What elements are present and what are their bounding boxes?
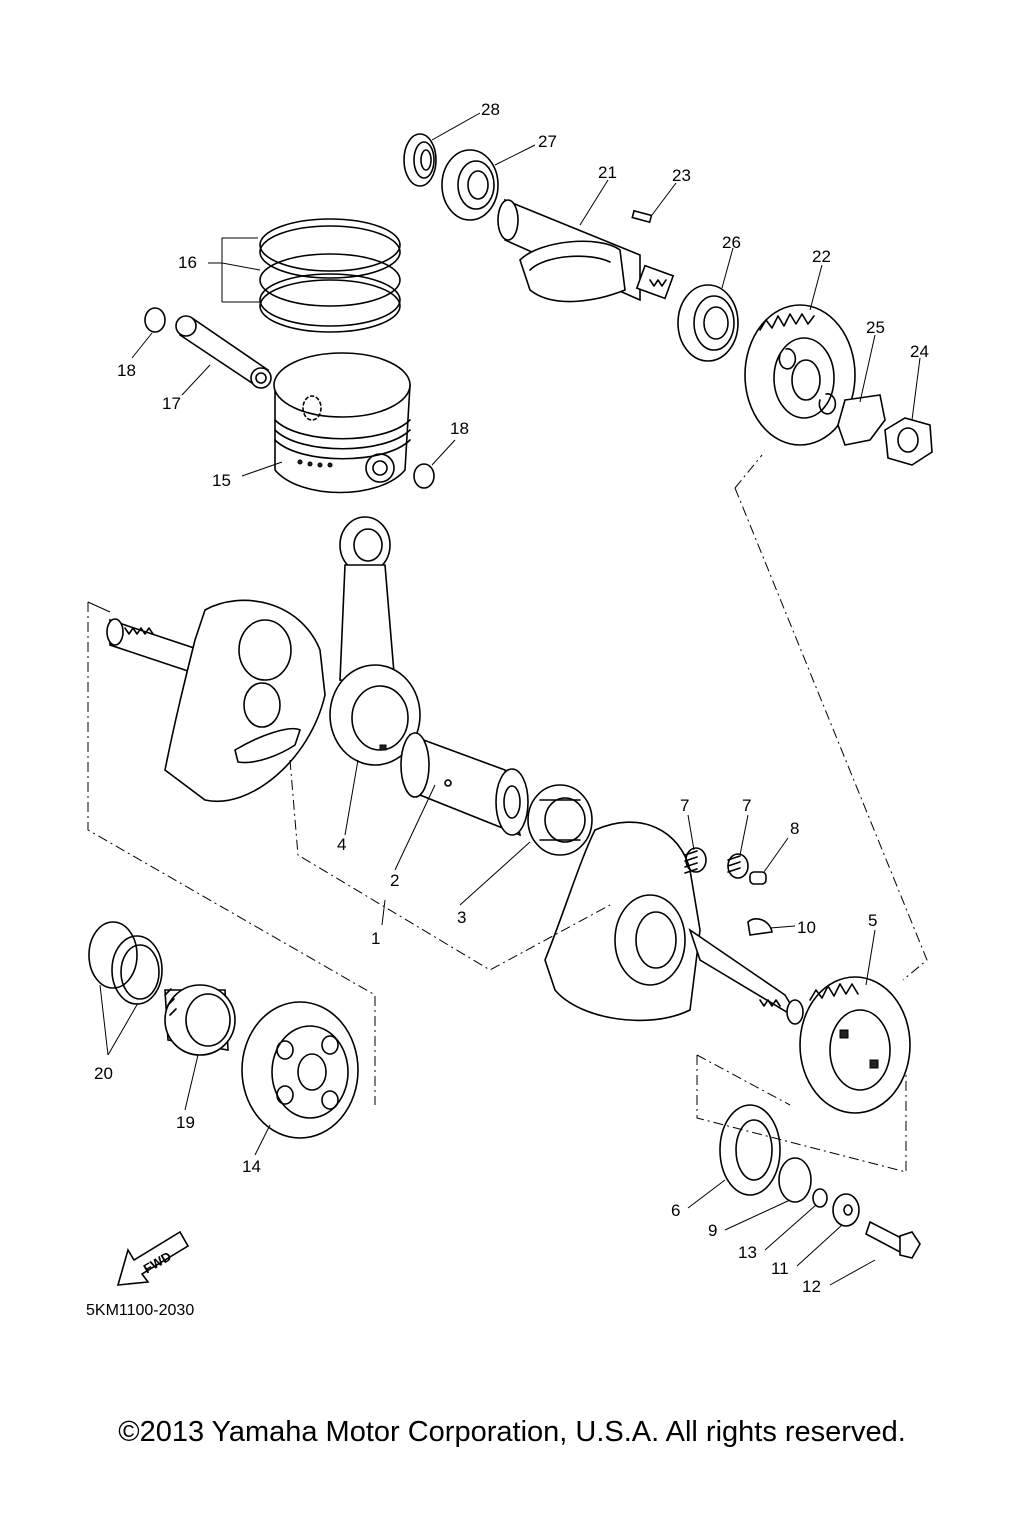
piston-pin-17 <box>175 315 272 389</box>
washer-11 <box>832 1193 860 1227</box>
bearing-26 <box>677 284 739 362</box>
callout-17: 17 <box>162 394 181 413</box>
callout-16: 16 <box>178 253 197 272</box>
callout-26: 26 <box>722 233 741 252</box>
crank-right-half <box>544 821 804 1025</box>
fwd-arrow-icon: FWD <box>116 1230 190 1286</box>
callout-4: 4 <box>337 835 346 854</box>
lock-washer-25 <box>837 394 886 446</box>
callout-2: 2 <box>390 871 399 890</box>
callout-1: 1 <box>371 929 380 948</box>
callout-7b: 7 <box>742 796 751 815</box>
diagram-code: 5KM1100-2030 <box>86 1302 194 1319</box>
callout-15: 15 <box>212 471 231 490</box>
callout-18b: 18 <box>450 419 469 438</box>
callout-3: 3 <box>457 908 466 927</box>
pin-8 <box>749 871 767 885</box>
callout-23: 23 <box>672 166 691 185</box>
callout-19: 19 <box>176 1113 195 1132</box>
callout-22: 22 <box>812 247 831 266</box>
assembly-guide-lines <box>87 454 928 1173</box>
callout-14: 14 <box>242 1157 261 1176</box>
callout-9: 9 <box>708 1221 717 1240</box>
primary-drive-gear-5 <box>799 976 911 1114</box>
piston-ring-set-16 <box>259 218 401 333</box>
callout-28: 28 <box>481 100 500 119</box>
callout-7a: 7 <box>680 796 689 815</box>
balancer-shaft-21 <box>497 198 675 303</box>
crank-left-half <box>106 599 326 803</box>
callout-21: 21 <box>598 163 617 182</box>
callout-5: 5 <box>868 911 877 930</box>
key-23 <box>631 209 653 224</box>
bolt-12 <box>865 1220 921 1259</box>
circlip-9 <box>778 1157 812 1203</box>
oil-seal-28 <box>403 133 437 187</box>
callout-12: 12 <box>802 1277 821 1296</box>
callout-20: 20 <box>94 1064 113 1083</box>
shim-20 <box>88 921 163 1005</box>
spring-7b <box>727 853 749 879</box>
o-ring-13 <box>812 1188 828 1208</box>
copyright-notice: ©2013 Yamaha Motor Corporation, U.S.A. A… <box>118 1416 906 1448</box>
spring-7a <box>684 847 707 874</box>
leader-lines <box>99 112 921 1286</box>
callout-8: 8 <box>790 819 799 838</box>
callout-27: 27 <box>538 132 557 151</box>
callout-24: 24 <box>910 342 929 361</box>
callout-13: 13 <box>738 1243 757 1262</box>
callout-18a: 18 <box>117 361 136 380</box>
nut-24 <box>884 417 933 466</box>
piston-pin-clip-18a <box>144 307 166 333</box>
piston-pin-clip-18b <box>413 463 435 489</box>
callout-6: 6 <box>671 1201 680 1220</box>
callout-labels: 28 27 21 23 26 22 25 24 16 18 17 18 15 4… <box>94 100 929 1296</box>
bearing-14 <box>241 1001 359 1139</box>
callout-11: 11 <box>771 1259 789 1278</box>
callout-25: 25 <box>866 318 885 337</box>
oil-seal-19 <box>164 984 236 1056</box>
crank-pin-2 <box>400 732 529 837</box>
balancer-drive-gear-22 <box>744 304 856 446</box>
bearing-3 <box>527 784 593 856</box>
woodruff-key-10 <box>747 918 773 936</box>
piston-15 <box>273 352 411 494</box>
connecting-rod-4 <box>329 516 421 766</box>
bearing-27 <box>441 149 499 221</box>
callout-10: 10 <box>797 918 816 937</box>
plate-6 <box>719 1104 781 1196</box>
